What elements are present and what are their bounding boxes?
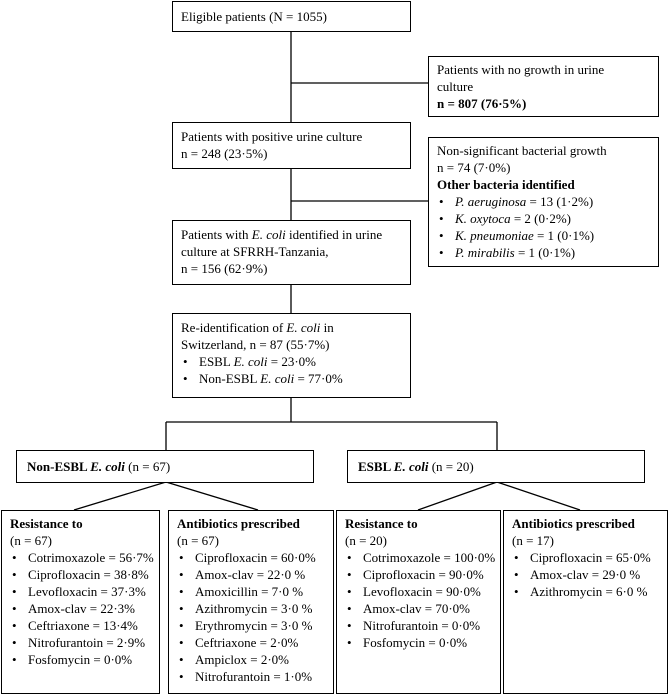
list-item: Cotrimoxazole = 100·0% [345, 549, 495, 566]
esbl-resistance-title: Resistance to [345, 516, 418, 531]
ecoli-identified-line2: culture at SFRRH-Tanzania, [181, 244, 329, 259]
esbl-antibiotics-list: Ciprofloxacin = 65·0% Amox-clav = 29·0 %… [512, 549, 659, 600]
list-item: Ciprofloxacin = 65·0% [512, 549, 659, 566]
no-growth-count: n = 807 (76·5%) [437, 96, 527, 111]
list-item: Fosfomycin = 0·0% [10, 651, 151, 668]
esbl-antibiotics-box: Antibiotics prescribed (n = 17) Ciproflo… [503, 510, 668, 694]
reidentification-box: Re-identification of E. coli in Switzerl… [172, 313, 411, 398]
esbl-group-label: ESBL E. coli (n = 20) [358, 459, 474, 474]
list-item: Nitrofurantoin = 2·9% [10, 634, 151, 651]
list-item: Ciprofloxacin = 38·8% [10, 566, 151, 583]
list-item: Cotrimoxazole = 56·7% [10, 549, 154, 566]
non-esbl-antibiotics-box: Antibiotics prescribed (n = 67) Ciproflo… [168, 510, 334, 694]
positive-culture-line1: Patients with positive urine culture [181, 129, 363, 144]
no-growth-box: Patients with no growth in urine culture… [428, 56, 659, 117]
list-item: P. aeruginosa = 13 (1·2%) [437, 193, 650, 210]
other-bacteria-list: P. aeruginosa = 13 (1·2%) K. oxytoca = 2… [437, 193, 650, 261]
esbl-group-box: ESBL E. coli (n = 20) [347, 450, 645, 483]
no-growth-line2: culture [437, 79, 474, 94]
non-esbl-resistance-title: Resistance to [10, 516, 83, 531]
list-item: Fosfomycin = 0·0% [345, 634, 492, 651]
non-esbl-group-box: Non-ESBL E. coli (n = 67) [16, 450, 314, 483]
esbl-resistance-box: Resistance to (n = 20) Cotrimoxazole = 1… [336, 510, 501, 694]
non-significant-box: Non-significant bacterial growth n = 74 … [428, 137, 659, 267]
list-item: Amox-clav = 22·3% [10, 600, 151, 617]
non-esbl-antibiotics-list: Ciprofloxacin = 60·0% Amox-clav = 22·0 %… [177, 549, 325, 685]
list-item: Amox-clav = 22·0 % [177, 566, 325, 583]
ecoli-identified-line1: Patients with E. coli identified in urin… [181, 227, 383, 242]
non-esbl-antibiotics-n: (n = 67) [177, 533, 219, 548]
list-item: Nitrofurantoin = 1·0% [177, 668, 325, 685]
non-esbl-group-label: Non-ESBL E. coli (n = 67) [27, 459, 171, 474]
positive-culture-box: Patients with positive urine culture n =… [172, 122, 411, 169]
eligible-patients-box: Eligible patients (N = 1055) [172, 1, 411, 32]
list-item: Ciprofloxacin = 60·0% [177, 549, 325, 566]
list-item: Ceftriaxone = 2·0% [177, 634, 325, 651]
esbl-antibiotics-title: Antibiotics prescribed [512, 516, 635, 531]
list-item: Erythromycin = 3·0 % [177, 617, 325, 634]
list-item: Azithromycin = 6·0 % [512, 583, 659, 600]
reid-list: ESBL E. coli = 23·0% Non-ESBL E. coli = … [181, 353, 402, 387]
list-item: Ampiclox = 2·0% [177, 651, 325, 668]
list-item: ESBL E. coli = 23·0% [181, 353, 402, 370]
esbl-resistance-n: (n = 20) [345, 533, 387, 548]
non-esbl-resistance-n: (n = 67) [10, 533, 52, 548]
list-item: Amox-clav = 70·0% [345, 600, 492, 617]
eligible-patients-text: Eligible patients (N = 1055) [181, 9, 327, 24]
non-significant-count: n = 74 (7·0%) [437, 160, 511, 175]
reid-line2: Switzerland, n = 87 (55·7%) [181, 337, 330, 352]
list-item: P. mirabilis = 1 (0·1%) [437, 244, 650, 261]
esbl-resistance-list: Cotrimoxazole = 100·0% Ciprofloxacin = 9… [345, 549, 495, 651]
reid-line1: Re-identification of E. coli in [181, 320, 334, 335]
list-item: Non-ESBL E. coli = 77·0% [181, 370, 402, 387]
ecoli-identified-count: n = 156 (62·9%) [181, 261, 268, 276]
list-item: Ciprofloxacin = 90·0% [345, 566, 492, 583]
non-esbl-resistance-list: Cotrimoxazole = 56·7% Ciprofloxacin = 38… [10, 549, 154, 668]
list-item: K. pneumoniae = 1 (0·1%) [437, 227, 650, 244]
list-item: Nitrofurantoin = 0·0% [345, 617, 492, 634]
ecoli-identified-box: Patients with E. coli identified in urin… [172, 220, 411, 285]
list-item: Levofloxacin = 37·3% [10, 583, 151, 600]
list-item: Levofloxacin = 90·0% [345, 583, 492, 600]
esbl-antibiotics-n: (n = 17) [512, 533, 554, 548]
list-item: K. oxytoca = 2 (0·2%) [437, 210, 650, 227]
list-item: Amoxicillin = 7·0 % [177, 583, 325, 600]
non-esbl-resistance-box: Resistance to (n = 67) Cotrimoxazole = 5… [1, 510, 160, 694]
other-bacteria-title: Other bacteria identified [437, 177, 575, 192]
list-item: Azithromycin = 3·0 % [177, 600, 325, 617]
list-item: Ceftriaxone = 13·4% [10, 617, 151, 634]
non-esbl-antibiotics-title: Antibiotics prescribed [177, 516, 300, 531]
non-significant-line1: Non-significant bacterial growth [437, 143, 607, 158]
no-growth-line1: Patients with no growth in urine [437, 62, 605, 77]
positive-culture-count: n = 248 (23·5%) [181, 146, 268, 161]
list-item: Amox-clav = 29·0 % [512, 566, 659, 583]
